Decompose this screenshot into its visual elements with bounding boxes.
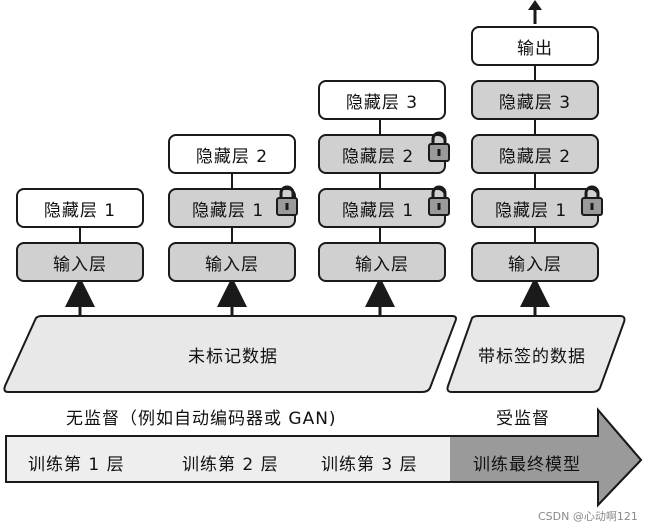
box-label: 输出 (517, 38, 553, 59)
unsupervised-label: 无监督（例如自动编码器或 GAN) (66, 409, 337, 429)
box-label: 隐藏层 1 (43, 200, 117, 221)
col4-output-layer: 输出 (471, 26, 599, 66)
data-flow-arrows (65, 277, 550, 316)
col2-hidden-layer-2: 隐藏层 2 (168, 134, 296, 174)
timeline-step-2: 训练第 2 层 (182, 455, 279, 475)
output-arrow (528, 0, 542, 24)
box-label: 隐藏层 1 (495, 200, 568, 221)
timeline-final-step: 训练最终模型 (473, 455, 581, 475)
unlabeled-data-block (3, 315, 457, 393)
box-label: 输入层 (355, 254, 409, 275)
lock-icon (428, 185, 450, 216)
col3-input-layer: 输入层 (318, 242, 446, 282)
box-label: 隐藏层 3 (498, 92, 572, 113)
col3-hidden-layer-2: 隐藏层 2 (318, 134, 446, 174)
labeled-data-label: 带标签的数据 (478, 347, 586, 367)
col4-hidden-layer-2: 隐藏层 2 (471, 134, 599, 174)
timeline-final-segment (450, 412, 640, 503)
supervised-label: 受监督 (496, 409, 550, 429)
unlabeled-data-label: 未标记数据 (188, 347, 278, 367)
col4-hidden-layer-3: 隐藏层 3 (471, 80, 599, 120)
col1-input-layer: 输入层 (16, 242, 144, 282)
lock-icon (428, 131, 450, 162)
box-label: 隐藏层 1 (342, 200, 415, 221)
col1-hidden-layer-1: 隐藏层 1 (16, 188, 144, 228)
box-label: 输入层 (53, 254, 107, 275)
connector-lines (79, 66, 536, 242)
col4-input-layer: 输入层 (471, 242, 599, 282)
col2-input-layer: 输入层 (168, 242, 296, 282)
lock-icon (276, 185, 298, 216)
labeled-data-block (446, 315, 626, 393)
timeline-step-3: 训练第 3 层 (321, 455, 418, 475)
box-label: 输入层 (205, 254, 259, 275)
box-label: 隐藏层 2 (195, 146, 269, 167)
lock-icon (581, 185, 603, 216)
box-label: 隐藏层 3 (345, 92, 419, 113)
box-label: 隐藏层 2 (342, 146, 415, 167)
box-label: 隐藏层 2 (498, 146, 572, 167)
watermark: CSDN @心动啊121 (538, 510, 638, 523)
box-label: 隐藏层 1 (192, 200, 265, 221)
box-label: 输入层 (508, 254, 562, 275)
col3-hidden-layer-3: 隐藏层 3 (318, 80, 446, 120)
timeline-step-1: 训练第 1 层 (28, 455, 125, 475)
